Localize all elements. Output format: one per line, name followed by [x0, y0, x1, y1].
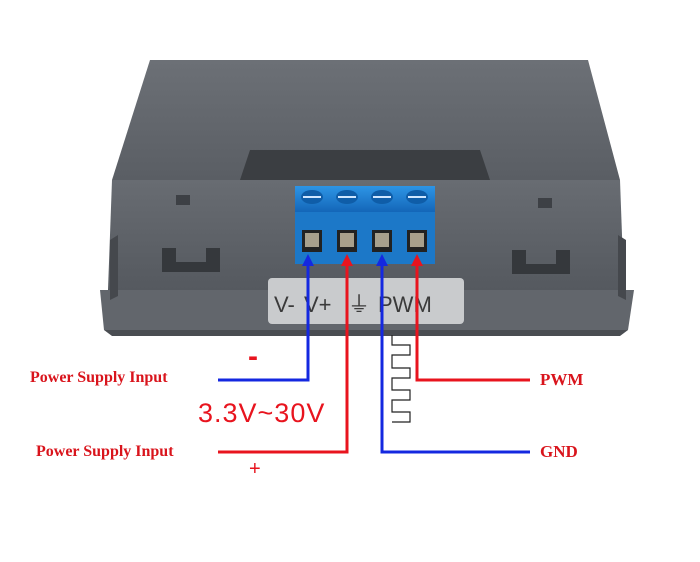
screw-terminal-block — [295, 186, 435, 264]
case-top-face — [112, 60, 620, 180]
terminal-screws — [301, 190, 428, 204]
device-case — [100, 60, 634, 336]
case-clip-right — [538, 198, 552, 208]
wiring — [218, 254, 530, 454]
voltage-range-label: 3.3V~30V — [198, 398, 326, 428]
wire-v-minus — [218, 262, 310, 382]
arrow-icon — [341, 254, 353, 266]
arrow-icon — [376, 254, 388, 266]
case-opening — [240, 150, 490, 180]
power-supply-negative-label: Power Supply Input — [30, 369, 168, 386]
pwm-label: PWM — [540, 370, 584, 389]
ground-icon: ⏚ — [348, 293, 370, 318]
minus-sign: - — [248, 340, 258, 373]
mount-slot-right — [512, 250, 570, 274]
arrow-icon — [411, 254, 423, 266]
wire-gnd — [380, 262, 530, 454]
power-supply-positive-label: Power Supply Input — [36, 443, 174, 460]
arrow-icon — [302, 254, 314, 266]
gnd-label: GND — [540, 442, 578, 461]
label-v-minus: V- — [274, 292, 295, 317]
wire-pwm — [415, 262, 530, 382]
label-pwm: PWM — [378, 292, 432, 317]
pwm-waveform-icon — [391, 335, 411, 423]
mount-slot-left — [162, 248, 220, 272]
wire-v-plus — [218, 262, 349, 454]
terminal-openings — [302, 230, 427, 252]
terminal-label-plate — [268, 278, 464, 324]
case-clip-left — [176, 195, 190, 205]
plus-sign: + — [249, 458, 261, 480]
